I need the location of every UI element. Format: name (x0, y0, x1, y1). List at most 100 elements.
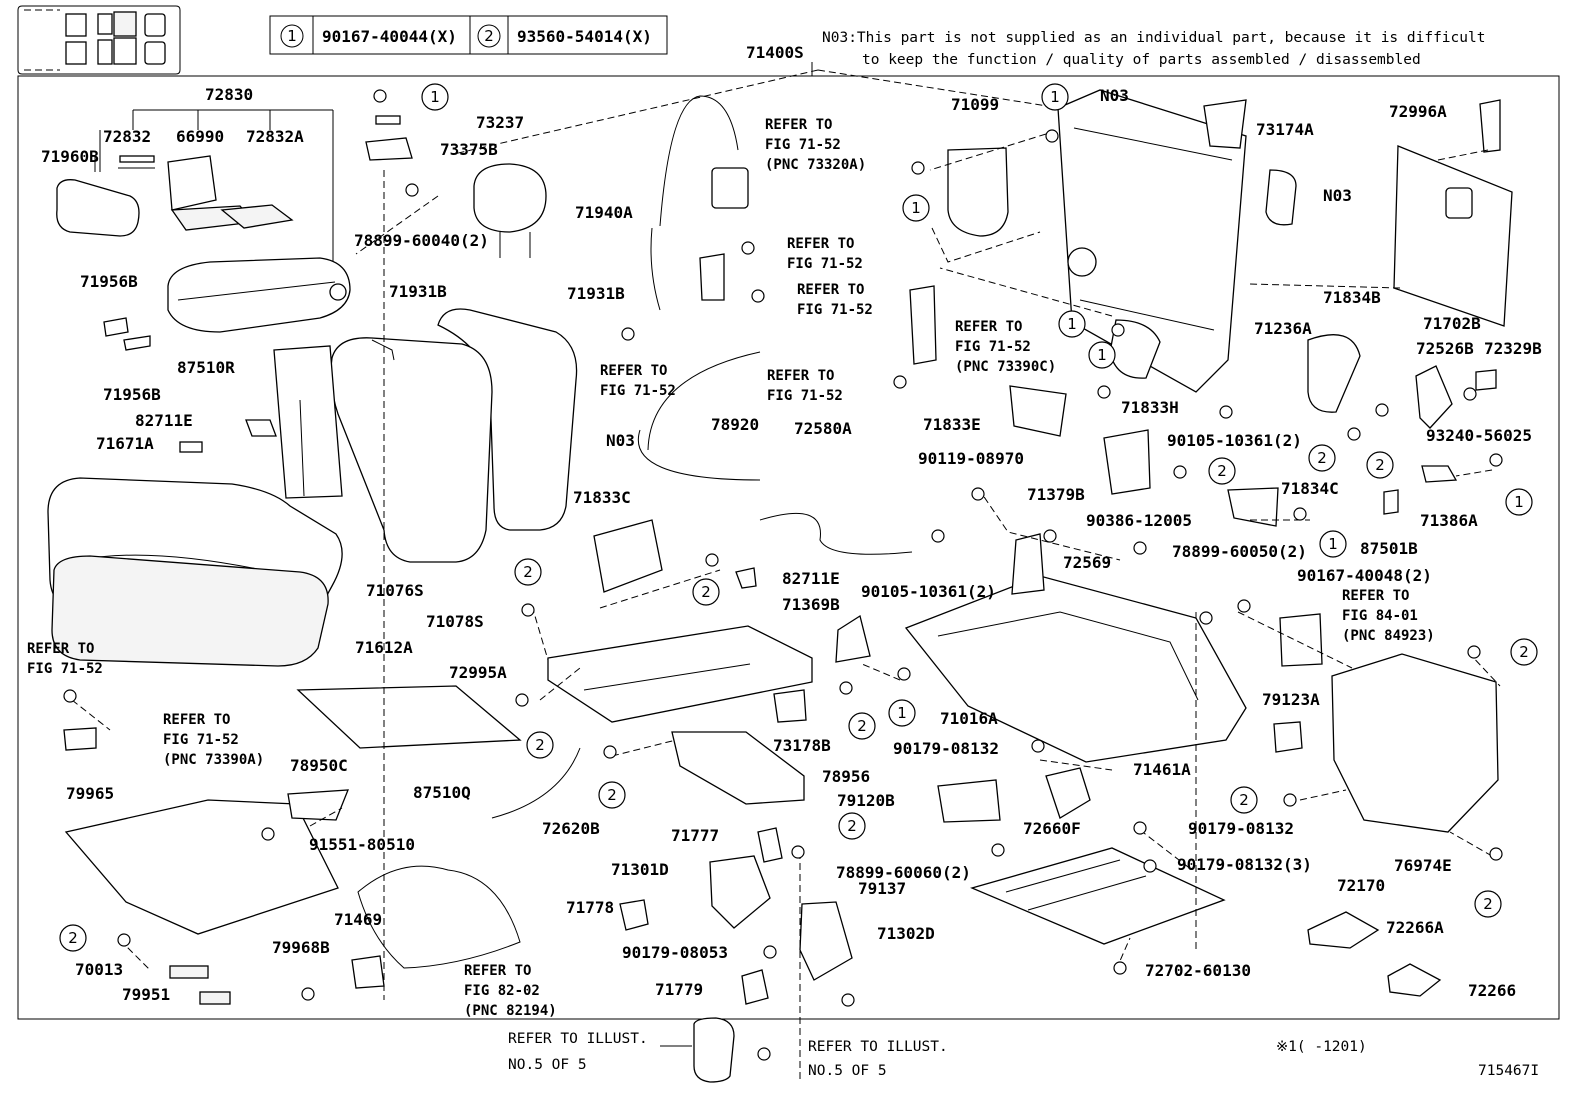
part-label: 78899-60040(2) (354, 231, 489, 250)
part-label: 90179-08132 (893, 739, 999, 758)
legend-part-1: 90167-40044(X) (322, 27, 457, 46)
part-label: 72995A (449, 663, 507, 682)
svg-text:2: 2 (701, 583, 711, 601)
refer-note-line: FIG 71-52 (163, 732, 239, 748)
circle-marker-1: 1 (1058, 310, 1086, 338)
part-label: 72832 (103, 127, 151, 146)
part-label: 72266 (1468, 981, 1516, 1000)
part-label: 71931B (567, 284, 625, 303)
part-label: 73178B (773, 736, 831, 755)
part-label: 71833H (1121, 398, 1179, 417)
part-label: 87501B (1360, 539, 1418, 558)
circle-marker-1: 1 (888, 699, 916, 727)
circle-marker-1: 1 (1319, 530, 1347, 558)
part-label: 71461A (1133, 760, 1191, 779)
part-label: 71834C (1281, 479, 1339, 498)
part-label: 71236A (1254, 319, 1312, 338)
part-label: 71778 (566, 898, 614, 917)
svg-text:2: 2 (68, 929, 78, 947)
part-label: 79123A (1262, 690, 1320, 709)
assembly-frame (17, 75, 1560, 1020)
footnote: ※1( -1201) (1276, 1039, 1367, 1055)
refer-notes: REFER TO FIG 71-52 (PNC 73320A) REFER TO FIG… (27, 117, 1435, 1019)
refer-note-line: REFER TO (163, 712, 230, 728)
part-label: 90179-08132(3) (1177, 855, 1312, 874)
part-label: 79120B (837, 791, 895, 810)
refer-note-line: FIG 71-52 (787, 256, 863, 272)
part-label: 82711E (782, 569, 840, 588)
circle-marker-2: 2 (59, 924, 87, 952)
svg-text:2: 2 (1217, 462, 1227, 480)
part-label: N03 (606, 431, 635, 450)
part-label: 71960B (41, 147, 99, 166)
circle-marker-1: 1 (1088, 341, 1116, 369)
part-label: 72660F (1023, 819, 1081, 838)
legend-circle-1: 1 (287, 27, 297, 45)
part-label: 72580A (794, 419, 852, 438)
refer-note-line: REFER TO (955, 319, 1022, 335)
part-label: 71931B (389, 282, 447, 301)
part-label: 72266A (1386, 918, 1444, 937)
part-label: 78920 (711, 415, 759, 434)
part-label: 71956B (80, 272, 138, 291)
part-label: 78956 (822, 767, 870, 786)
svg-text:2: 2 (535, 736, 545, 754)
part-label: 72702-60130 (1145, 961, 1251, 980)
part-label: 72329B (1484, 339, 1542, 358)
part-label: 90386-12005 (1086, 511, 1192, 530)
circle-marker-2: 2 (848, 712, 876, 740)
circle-marker-1: 1 (421, 83, 449, 111)
circle-marker-2: 2 (598, 781, 626, 809)
part-label: 70013 (75, 960, 123, 979)
legend-part-2: 93560-54014(X) (517, 27, 652, 46)
part-label: 90119-08970 (918, 449, 1024, 468)
refer-note-line: FIG 71-52 (600, 383, 676, 399)
part-label: 71833E (923, 415, 981, 434)
note-line-2: to keep the function / quality of parts … (862, 52, 1421, 68)
svg-text:2: 2 (523, 563, 533, 581)
circle-marker-2: 2 (526, 731, 554, 759)
figure-id: 715467I (1478, 1063, 1539, 1079)
refer-note-line: (PNC 73390C) (955, 359, 1056, 375)
footer-refer-left-2: NO.5 OF 5 (508, 1057, 587, 1073)
part-label: 71016A (940, 709, 998, 728)
part-label: 90179-08053 (622, 943, 728, 962)
refer-note-line: (PNC 73320A) (765, 157, 866, 173)
refer-note-line: REFER TO (765, 117, 832, 133)
part-label: 79951 (122, 985, 170, 1004)
refer-note-line: REFER TO (767, 368, 834, 384)
svg-text:2: 2 (1239, 791, 1249, 809)
part-label: 87510R (177, 358, 235, 377)
footer-refer-right-1: REFER TO ILLUST. (808, 1039, 948, 1055)
part-label: 71369B (782, 595, 840, 614)
seat-layout-icon (17, 5, 181, 75)
circle-marker-2: 2 (514, 558, 542, 586)
refer-note-line: REFER TO (464, 963, 531, 979)
refer-note-line: (PNC 82194) (464, 1003, 557, 1019)
refer-note-line: FIG 71-52 (797, 302, 873, 318)
refer-note-line: FIG 71-52 (767, 388, 843, 404)
assembly-label: 71400S (746, 43, 804, 62)
circle-marker-2: 2 (838, 812, 866, 840)
circle-marker-2: 2 (1474, 890, 1502, 918)
part-label: 93240-56025 (1426, 426, 1532, 445)
svg-text:1: 1 (430, 88, 440, 106)
guide-lines (71, 69, 1501, 1080)
part-label: 71469 (334, 910, 382, 929)
part-label: 71777 (671, 826, 719, 845)
svg-text:2: 2 (607, 786, 617, 804)
refer-note-line: (PNC 73390A) (163, 752, 264, 768)
refer-note-line: FIG 71-52 (955, 339, 1031, 355)
part-label: 71671A (96, 434, 154, 453)
part-label: 71779 (655, 980, 703, 999)
refer-note-line: FIG 71-52 (27, 661, 103, 677)
footer-refer-left-1: REFER TO ILLUST. (508, 1031, 648, 1047)
circle-marker-2: 2 (1230, 786, 1258, 814)
part-label: N03 (1323, 186, 1352, 205)
part-label: 73237 (476, 113, 524, 132)
part-label: 91551-80510 (309, 835, 415, 854)
circle-marker-1: 1 (1041, 83, 1069, 111)
refer-note-line: REFER TO (1342, 588, 1409, 604)
